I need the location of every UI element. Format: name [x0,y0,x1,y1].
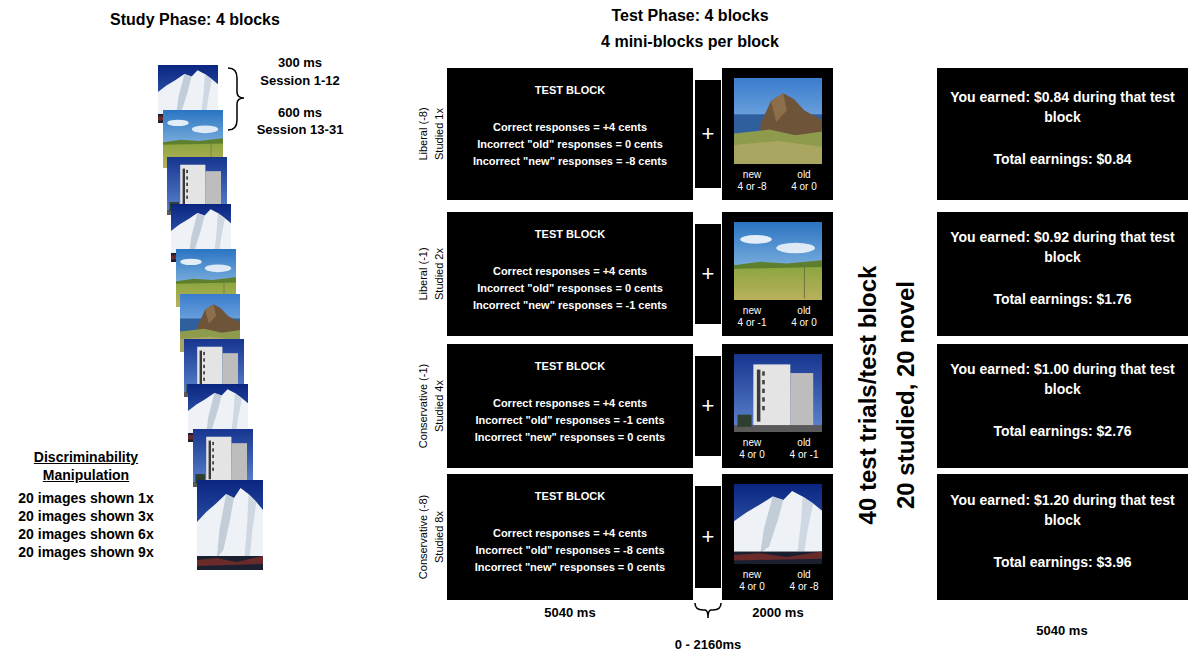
block-label: Conservative (-8) [417,495,429,579]
block-label: Studied 4x [433,380,445,432]
payoff-label: 4 or 0 [739,449,765,460]
payoff-label: new [743,305,761,316]
phase-heading: Test Phase: 4 blocks [611,7,768,25]
payoff-label: 4 or -8 [790,581,819,592]
panel-text: Incorrect "old" responses = 0 cents [477,280,663,297]
feedback-panel: You earned: $1.20 during that test block… [937,474,1188,600]
stimulus-panel: new4 or -1 old4 or 0 [722,212,833,336]
payoff-label: 4 or -1 [790,449,819,460]
block-label: Studied 8x [433,511,445,563]
condition-label: 20 images shown 1x [18,490,153,506]
timing-label: 0 - 2160ms [675,637,742,652]
payoff-label: 4 or -1 [738,317,767,328]
panel-text: You earned: $0.92 during that test block [943,227,1182,267]
feedback-panel: You earned: $1.00 during that test block… [937,344,1188,468]
panel-text: TEST BLOCK [535,82,605,99]
panel-text: Incorrect "new" responses = 0 cents [475,429,665,446]
fixation-cross: + [702,524,715,550]
payoff-label: 4 or 0 [739,581,765,592]
panel-text: Correct responses = +4 cents [493,395,647,412]
panel-text: You earned: $1.20 during that test block [943,490,1182,530]
scene-photo [734,484,822,564]
phase-subheading: 4 mini-blocks per block [601,33,779,51]
payoff-label: new [743,169,761,180]
scene-photo [734,354,822,432]
condition-label: 20 images shown 6x [18,526,153,542]
instruction-panel: TEST BLOCKCorrect responses = +4 centsIn… [447,212,693,336]
panel-text: Incorrect "old" responses = -8 cents [475,542,664,559]
phase-heading: Study Phase: 4 blocks [110,11,280,29]
stimulus-panel: new4 or -8 old4 or 0 [722,68,833,200]
panel-text: TEST BLOCK [535,358,605,375]
panel-text: Correct responses = +4 cents [493,119,647,136]
trial-count: 40 test trials/test block [854,266,882,525]
panel-text: Total earnings: $2.76 [993,423,1131,439]
timing-label: 2000 ms [752,605,803,620]
block-label: Studied 1x [433,108,445,160]
duration-label: 600 ms [278,105,322,120]
duration-brace [228,68,244,130]
fixation-box: + [695,224,721,324]
timing-label: 5040 ms [544,605,595,620]
block-label: Conservative (-1) [417,364,429,448]
trial-count: 20 studied, 20 novel [892,281,920,509]
panel-text: Incorrect "old" responses = 0 cents [477,136,663,153]
payoff-label: new [743,569,761,580]
study-image-stack [158,65,263,570]
payoff-label: 4 or 0 [791,181,817,192]
panel-text: Correct responses = +4 cents [493,525,647,542]
payoff-label: old [797,437,810,448]
panel-text: TEST BLOCK [535,226,605,243]
panel-text: Incorrect "new" responses = 0 cents [475,559,665,576]
duration-label: 300 ms [278,55,322,70]
condition-label: 20 images shown 9x [18,544,153,560]
fixation-box: + [695,356,721,456]
payoff-label: new [743,437,761,448]
panel-text: Correct responses = +4 cents [493,263,647,280]
block-label: Liberal (-1) [417,247,429,300]
timing-label: 5040 ms [1036,623,1087,638]
stimulus-panel: new4 or 0 old4 or -1 [722,344,833,468]
panel-text: Total earnings: $0.84 [993,151,1131,167]
fixation-cross: + [702,393,715,419]
condition-label: 20 images shown 3x [18,508,153,524]
scene-photo [734,78,822,164]
panel-text: Total earnings: $1.76 [993,291,1131,307]
payoff-label: old [797,305,810,316]
panel-text: Incorrect "new" responses = -1 cents [473,297,667,314]
panel-text: Incorrect "old" responses = -1 cents [475,412,664,429]
payoff-label: old [797,569,810,580]
fixation-box: + [695,80,721,188]
panel-text: Total earnings: $3.96 [993,554,1131,570]
feedback-panel: You earned: $0.84 during that test block… [937,68,1188,200]
fixation-cross: + [702,261,715,287]
block-label: Studied 2x [433,248,445,300]
block-label: Liberal (-8) [417,107,429,160]
panel-text: TEST BLOCK [535,488,605,505]
payoff-label: old [797,169,810,180]
payoff-label: 4 or 0 [791,317,817,328]
fixation-box: + [695,486,721,588]
instruction-panel: TEST BLOCKCorrect responses = +4 centsIn… [447,344,693,468]
instruction-panel: TEST BLOCKCorrect responses = +4 centsIn… [447,474,693,600]
session-label: Session 13-31 [257,122,344,137]
instruction-panel: TEST BLOCKCorrect responses = +4 centsIn… [447,68,693,200]
fixation-cross: + [702,121,715,147]
panel-text: You earned: $0.84 during that test block [943,87,1182,127]
scene-photo [734,222,822,300]
manipulation-heading: Discriminability Manipulation [16,448,156,484]
payoff-label: 4 or -8 [738,181,767,192]
jitter-brace [695,603,721,618]
panel-text: Incorrect "new" responses = -8 cents [473,153,667,170]
panel-text: You earned: $1.00 during that test block [943,359,1182,399]
feedback-panel: You earned: $0.92 during that test block… [937,212,1188,336]
stimulus-panel: new4 or 0 old4 or -8 [722,474,833,600]
session-label: Session 1-12 [260,73,340,88]
